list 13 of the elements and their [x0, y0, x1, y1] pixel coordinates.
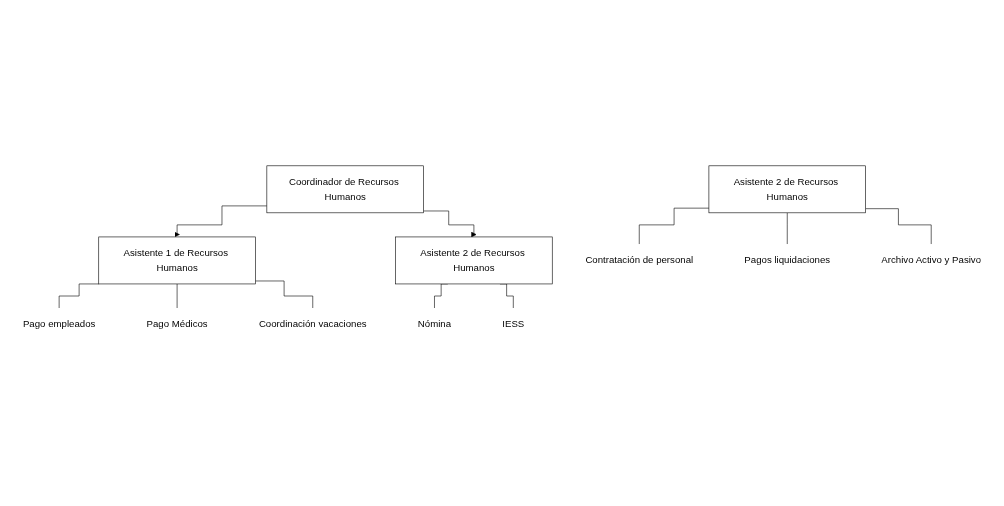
node-box: Asistente 2 de Recursos Humanos	[708, 165, 866, 213]
node-text: Nómina	[417, 318, 452, 329]
node-text: Pago Médicos	[146, 318, 208, 329]
connector	[58, 283, 100, 309]
node-text: Contratación de personal	[585, 254, 694, 266]
node-text: IESS	[502, 318, 525, 329]
node-text: Pago empleados	[22, 318, 96, 329]
node-box: Coordinador de Recursos Humanos	[266, 165, 424, 213]
node-text: Pagos liquidaciones	[744, 254, 831, 266]
node-box: Asistente 1 de Recursos Humanos	[98, 236, 256, 285]
node-box: Asistente 2 de Recursos Humanos	[395, 236, 553, 285]
node-text: Coordinación vacaciones	[258, 318, 367, 329]
node-text: Archivo Activo y Pasivo	[881, 254, 982, 266]
